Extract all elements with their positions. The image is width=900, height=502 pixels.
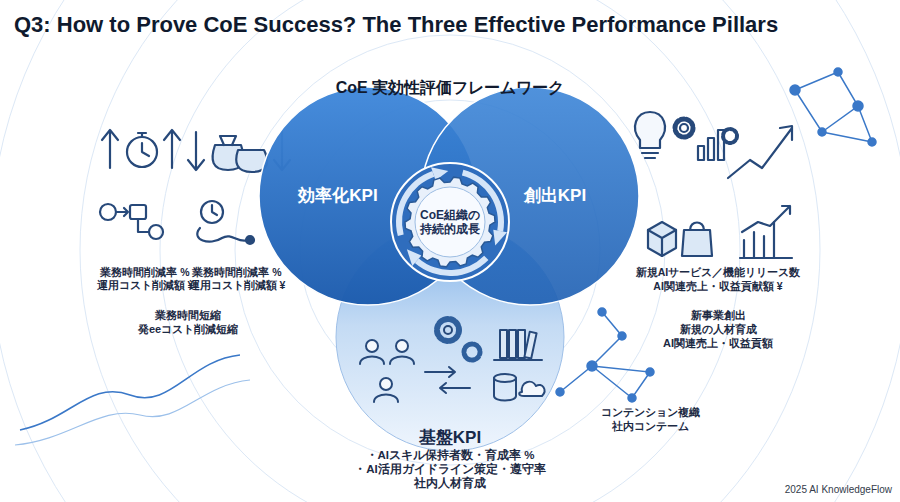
summary-label: 新事業創出 <box>691 309 746 322</box>
efficiency-icons <box>116 208 128 216</box>
creation-icons <box>648 222 676 256</box>
metric-label: 運用コスト削減額 ¥ <box>97 279 194 292</box>
efficiency-icons <box>149 225 163 239</box>
wave-line <box>20 355 240 430</box>
growth-gear-circle: CoE組織の 持続的成長 <box>390 162 510 282</box>
kpi-label: 効率化KPI <box>298 186 377 206</box>
network-icon <box>556 388 564 396</box>
metric-label: 業務時間削減率 % <box>100 266 189 279</box>
network-icon <box>818 128 826 136</box>
network-icon <box>868 138 876 146</box>
kpi-item: ・AIスキル保持者数・育成率 % <box>366 449 535 463</box>
wave-line <box>15 355 250 445</box>
efficiency-icons <box>188 132 204 170</box>
creation-icons <box>708 138 714 160</box>
efficiency-icons <box>100 204 116 220</box>
creation-icons <box>642 153 658 158</box>
gear-ring <box>391 163 509 281</box>
creation-icons <box>698 146 704 160</box>
creation-icons <box>635 112 665 148</box>
metric-label: 業務時間削減率 % <box>192 266 281 279</box>
network-icon <box>853 101 863 111</box>
cycle-arrow-head <box>493 230 507 246</box>
summary-label: 業務時間短縮 <box>155 309 221 322</box>
efficiency-icons <box>102 130 118 168</box>
efficiency-icons <box>138 133 149 156</box>
efficiency-icons <box>246 236 254 244</box>
efficiency-icons <box>201 201 223 223</box>
efficiency-icons <box>164 130 180 168</box>
creation-icons <box>675 119 693 137</box>
metric-label: 運用コスト削減額 ¥ <box>189 279 286 292</box>
network-note: コンテンション複織 <box>601 406 700 419</box>
background-rings <box>160 0 740 502</box>
creation-icons <box>635 112 792 258</box>
efficiency-icons <box>220 136 236 145</box>
gear-shape <box>405 177 495 267</box>
foundation-kpi-circle-fill <box>336 223 564 451</box>
network-icon <box>560 312 650 398</box>
network-note: 社内コンテーム <box>612 420 689 433</box>
diagram-title: Q3: How to Prove CoE Success? The Three … <box>14 12 778 38</box>
network-icon <box>795 72 872 142</box>
network-icon <box>790 85 800 95</box>
creation-icons <box>690 223 704 231</box>
framework-heading: CoE 実効性評価フレームワーク <box>336 78 564 97</box>
summary-label: AI関連売上・収益貢額 <box>663 337 773 350</box>
efficiency-icons <box>138 219 148 232</box>
efficiency-icons <box>130 205 146 219</box>
creation-icons <box>682 230 712 256</box>
footer-credit: 2025 AI KnowledgeFlow <box>785 484 892 496</box>
kpi-label: 創出KPI <box>524 186 586 206</box>
efficiency-icons <box>244 149 258 151</box>
efficiency-icons <box>212 205 217 215</box>
creation-icons <box>680 124 688 132</box>
summary-label: 発eeコスト削減短縮 <box>138 323 238 336</box>
creation-icons <box>742 206 790 232</box>
network-icon <box>618 332 626 340</box>
kpi-label: 基盤KPI <box>419 428 481 448</box>
background-rings <box>235 35 665 465</box>
network-icon <box>587 361 597 371</box>
creation-icons <box>723 129 737 143</box>
creation-icons <box>648 230 676 256</box>
kpi-item: 社内人材育成 <box>414 477 486 491</box>
wave-line <box>15 380 250 445</box>
efficiency-icons <box>197 228 248 242</box>
network-icon <box>646 368 654 376</box>
summary-label: 新規の人材育成 <box>680 323 757 336</box>
center-label: CoE組織の 持続的成長 <box>410 208 490 237</box>
metric-label: 新規AIサービス／機能リリース数 <box>636 266 801 279</box>
network-icon <box>628 394 636 402</box>
cycle-arrow-head <box>407 249 422 266</box>
metric-label: AI関連売上・収益貢献額 ¥ <box>653 280 782 293</box>
background-rings <box>80 0 820 502</box>
network-icon <box>598 308 606 316</box>
gear-emblem <box>391 163 509 281</box>
kpi-item: ・AI活用ガイドライン策定・遵守率 <box>354 463 546 477</box>
network-icon <box>834 68 842 76</box>
